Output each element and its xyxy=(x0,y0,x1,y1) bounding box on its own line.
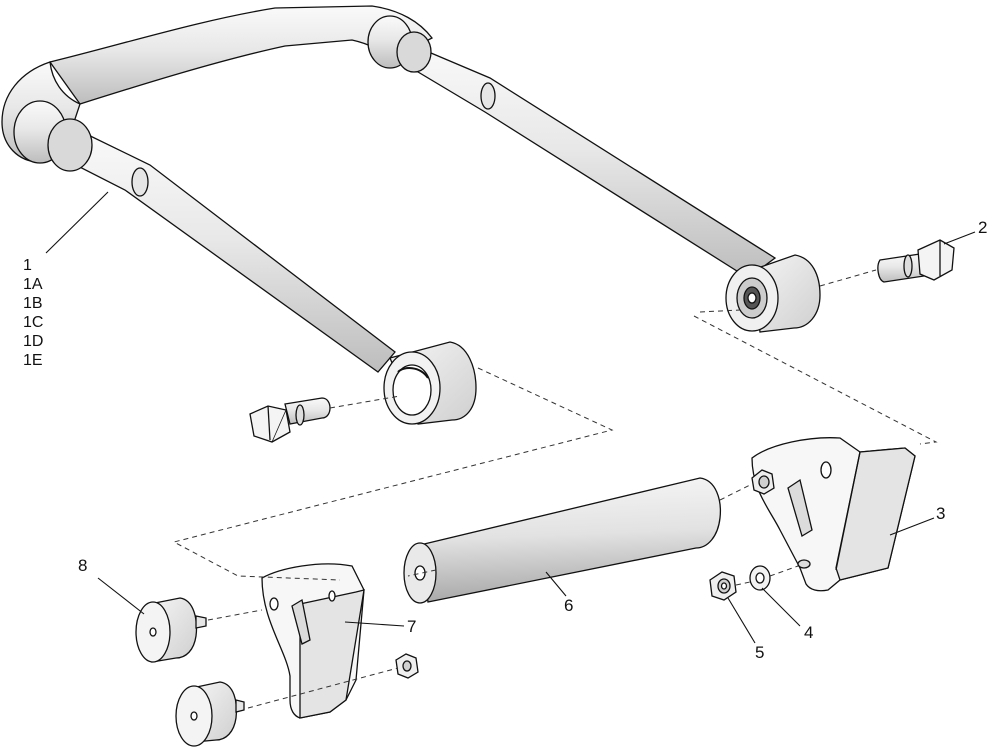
nut-5 xyxy=(709,571,737,601)
frame-left-bushing xyxy=(383,341,477,425)
callout-part-1-group: 1 1A 1B 1C 1D 1E xyxy=(23,256,43,370)
callout-5: 5 xyxy=(755,643,765,662)
frame-right-bushing xyxy=(725,254,821,333)
u-frame-top-bar xyxy=(48,5,433,105)
callout-1d: 1D xyxy=(23,333,44,350)
callout-1a: 1A xyxy=(23,276,43,293)
bolt-right xyxy=(877,239,955,283)
washer-4 xyxy=(749,565,771,591)
nut-bracket-left xyxy=(395,653,419,679)
callout-1: 1 xyxy=(23,257,32,274)
callout-3: 3 xyxy=(936,504,946,523)
u-frame-left-arm xyxy=(61,129,396,373)
callout-4: 4 xyxy=(804,623,814,642)
bracket-left xyxy=(261,563,365,719)
callout-2: 2 xyxy=(978,218,988,237)
u-frame-right-joint xyxy=(480,82,496,110)
callout-8: 8 xyxy=(78,556,88,575)
u-frame-right-collar-inner xyxy=(396,31,432,73)
callout-6: 6 xyxy=(564,596,574,615)
u-frame xyxy=(1,5,777,373)
callout-1b: 1B xyxy=(23,295,43,312)
bumper-lower xyxy=(175,681,245,747)
callout-1e: 1E xyxy=(23,352,43,369)
u-frame-right-arm xyxy=(397,41,777,279)
u-frame-left-joint xyxy=(131,167,149,197)
nut-bracket-right xyxy=(751,469,775,495)
u-frame-left-collar-inner xyxy=(47,118,93,172)
callout-7: 7 xyxy=(407,617,417,636)
bracket-right xyxy=(751,437,916,592)
leader-lines xyxy=(45,191,976,644)
callout-1c: 1C xyxy=(23,314,44,331)
bumper-upper xyxy=(135,597,207,663)
assembly-lines xyxy=(172,269,938,709)
roller-tube xyxy=(403,477,722,604)
bolt-left xyxy=(249,397,331,443)
